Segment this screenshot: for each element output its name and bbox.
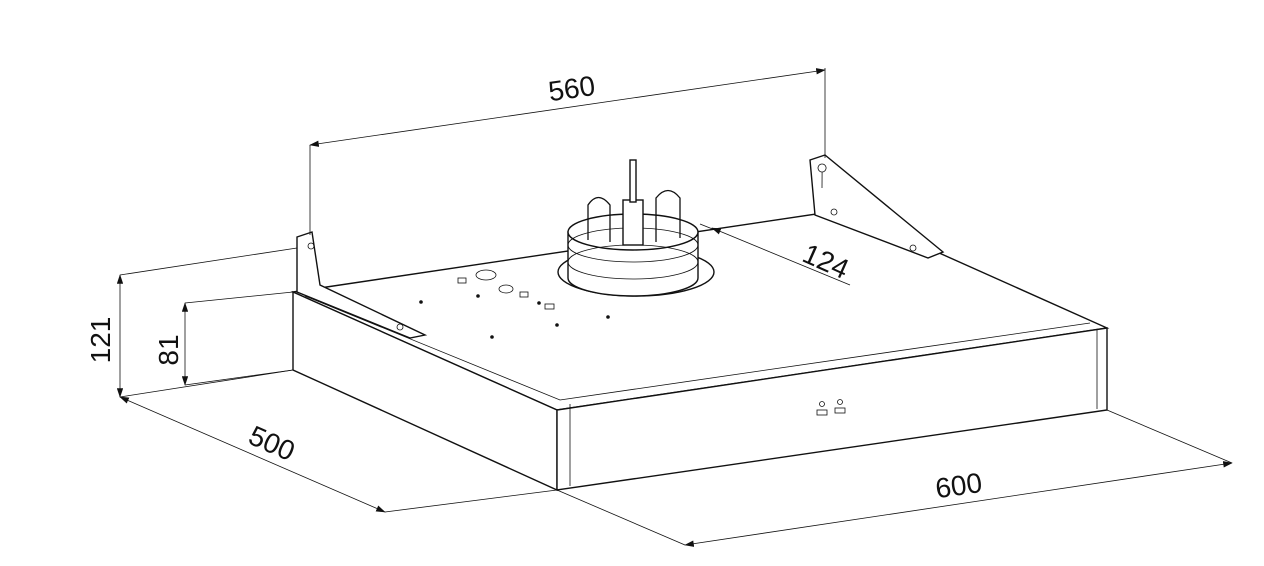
duct-collar [557,159,715,297]
dimension-81: 81 [153,291,294,386]
top-holes [419,294,610,339]
dimension-label-121: 121 [85,317,116,364]
hood-body [290,209,1110,492]
top-inner-edge [304,295,1091,401]
control-buttons [816,399,846,416]
dimension-label-560: 560 [546,70,597,107]
dimension-label-81: 81 [153,334,184,365]
left-wall-bracket [296,231,428,339]
keyhole-icon [817,163,827,189]
dimension-600: 600 [556,409,1233,547]
top-fittings [457,269,555,310]
right-wall-bracket [809,154,945,259]
dimension-560: 560 [309,68,826,235]
dimension-label-500: 500 [244,420,299,467]
dimension-label-600: 600 [933,467,984,504]
dimension-121: 121 [85,247,298,398]
